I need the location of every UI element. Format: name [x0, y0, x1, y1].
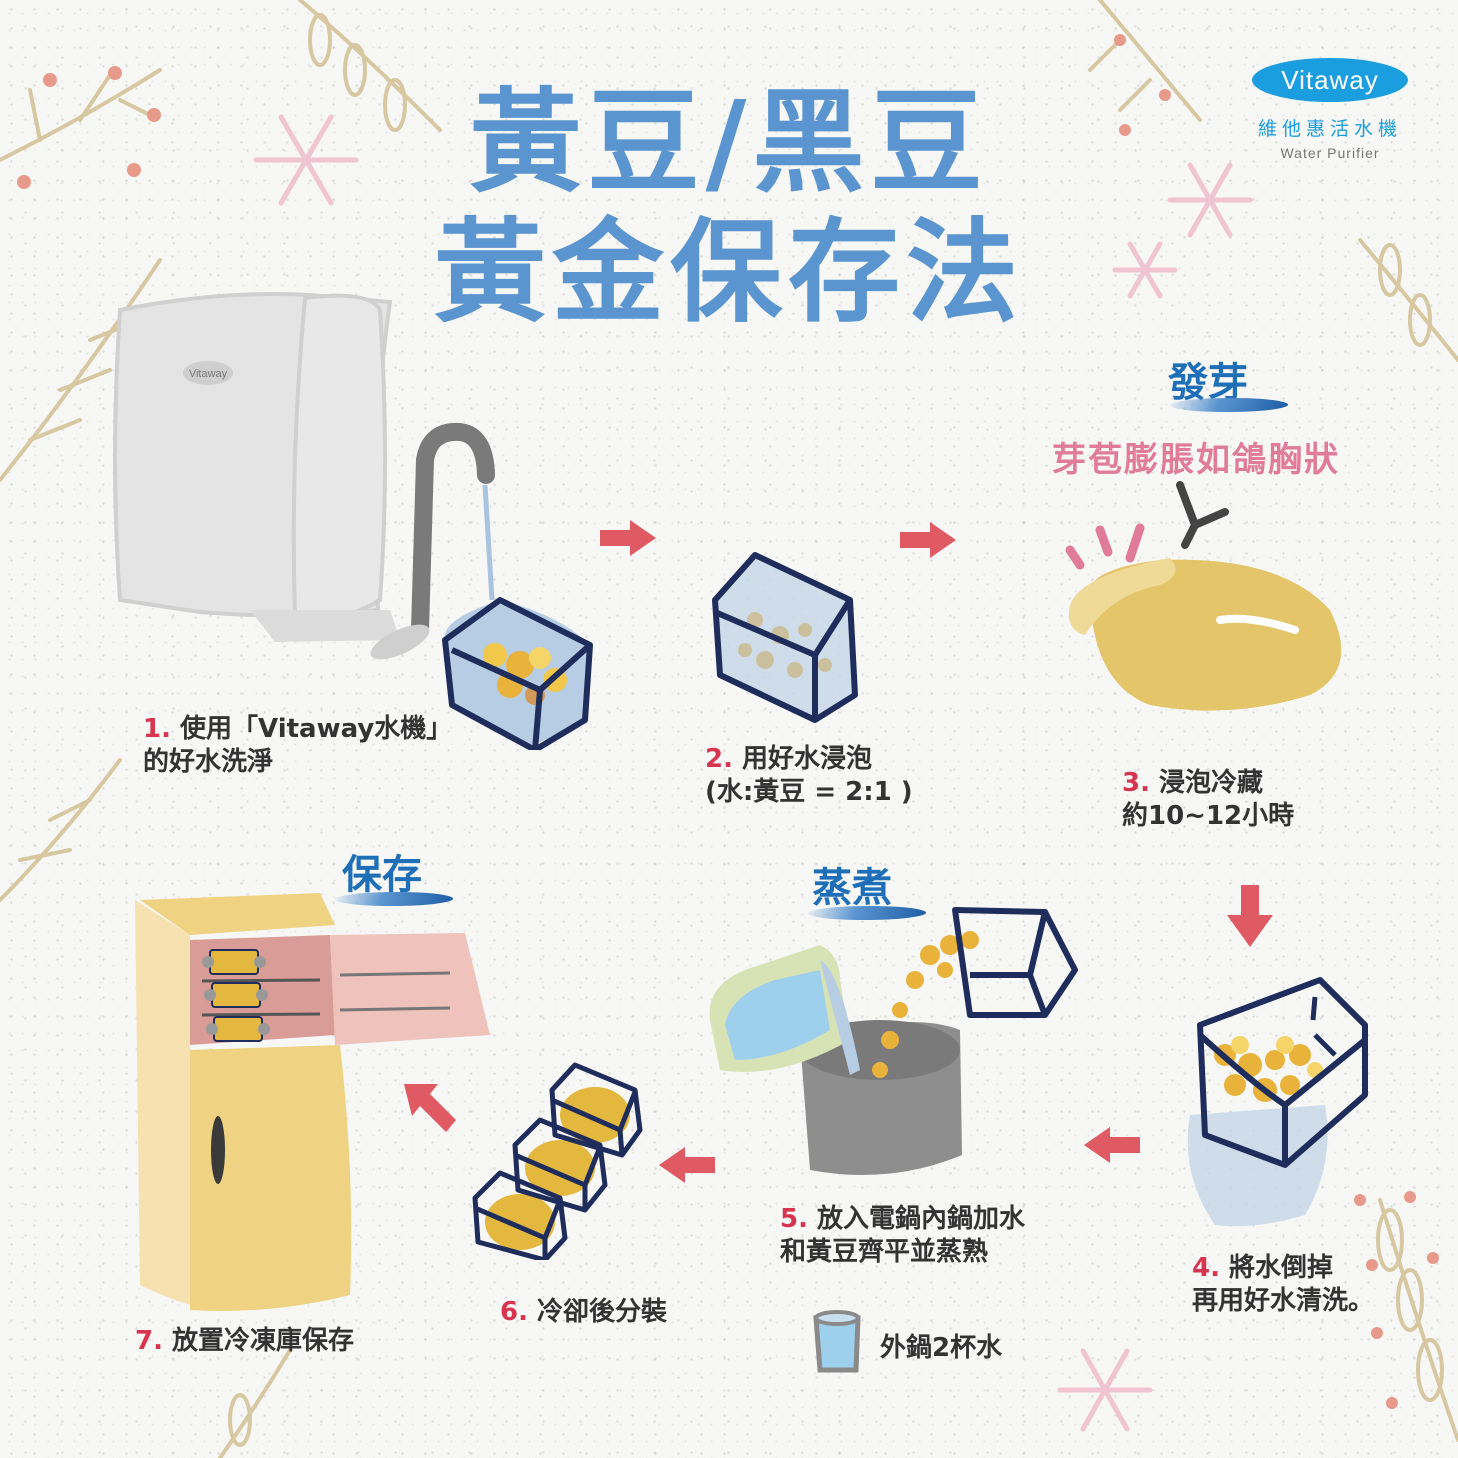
arrow-up-left-icon — [404, 1084, 456, 1132]
page-title-line1: 黃豆/黑豆 — [469, 78, 989, 208]
freezer-illustration — [135, 893, 490, 1311]
sprouted-bean-illustration — [1065, 481, 1342, 711]
water-purifier-illustration: Vitaway — [113, 292, 593, 750]
arrow-down-icon — [1227, 885, 1273, 947]
step-number: 2. — [705, 744, 733, 774]
machine-label: Vitaway — [189, 368, 228, 380]
arrow-right-icon — [600, 520, 656, 556]
section-title-store: 保存 — [342, 851, 422, 898]
outer-pot-note: 外鍋2杯水 — [880, 1333, 1003, 1363]
rinsing-container-illustration — [1187, 977, 1368, 1227]
page-title-line2: 黃金保存法 — [434, 208, 1024, 338]
brand-subtitle: Water Purifier — [1280, 145, 1380, 161]
step-2-label: 2. 用好水浸泡 (水:黃豆 = 2:1 ) — [705, 744, 913, 807]
water-cup-icon — [813, 1310, 861, 1373]
sprout-note: 芽苞膨脹如鴿胸狀 — [1052, 440, 1340, 480]
arrow-right-icon — [900, 522, 956, 558]
step-4-label: 4. 將水倒掉 再用好水清洗。 — [1192, 1253, 1375, 1316]
cooking-pot-illustration — [709, 907, 1078, 1175]
step-number: 5. — [780, 1204, 808, 1234]
brand-logo: Vitaway — [1252, 58, 1408, 102]
step-1-label: 1. 使用「Vitaway水機」 的好水洗淨 — [143, 714, 453, 777]
soaking-container-illustration — [712, 552, 858, 723]
step-3-label: 3. 浸泡冷藏 約10~12小時 — [1122, 768, 1295, 831]
step-7-label: 7. 放置冷凍庫保存 — [135, 1326, 355, 1356]
step-6-label: 6. 冷卻後分裝 — [500, 1297, 668, 1327]
step-number: 4. — [1192, 1253, 1220, 1283]
portioned-containers-illustration — [472, 1062, 643, 1260]
section-title-steam: 蒸煮 — [812, 864, 892, 911]
step-number: 3. — [1122, 768, 1150, 798]
arrow-left-icon — [1084, 1127, 1140, 1163]
step-number: 1. — [143, 714, 171, 744]
step-5-label: 5. 放入電鍋內鍋加水 和黃豆齊平並蒸熟 — [780, 1204, 1026, 1267]
brand-chinese-name: 維他惠活水機 — [1257, 118, 1402, 140]
step-number: 7. — [135, 1326, 163, 1356]
arrow-left-icon — [659, 1147, 715, 1183]
step-number: 6. — [500, 1297, 528, 1327]
